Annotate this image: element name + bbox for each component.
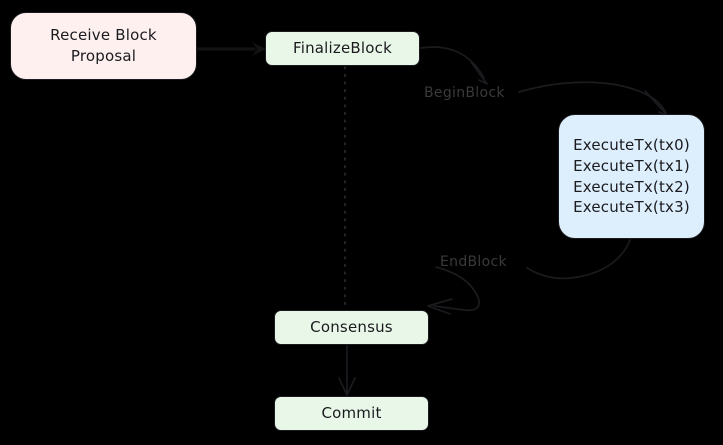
node-consensus[interactable]: Consensus [274, 310, 429, 345]
edge-finalize-to-beginblock [420, 46, 488, 85]
edge-consensus-to-commit [338, 345, 356, 396]
node-label: FinalizeBlock [292, 39, 392, 58]
edge-label-end-block: EndBlock [440, 254, 507, 270]
node-label: Consensus [310, 318, 393, 337]
node-execute-tx[interactable]: ExecuteTx(tx0) ExecuteTx(tx1) ExecuteTx(… [558, 114, 705, 239]
edge-beginblock-to-executetx [518, 81, 669, 117]
node-label: Commit [321, 404, 382, 423]
node-receive-block-proposal[interactable]: Receive Block Proposal [10, 12, 197, 80]
edge-executetx-to-endblock [526, 239, 631, 280]
edge-proposal-to-finalize [195, 42, 266, 56]
node-label: ExecuteTx(tx0) ExecuteTx(tx1) ExecuteTx(… [573, 136, 690, 217]
node-finalize-block[interactable]: FinalizeBlock [265, 31, 420, 66]
edge-label-begin-block: BeginBlock [424, 85, 505, 101]
node-commit[interactable]: Commit [274, 396, 429, 431]
node-label: Receive Block Proposal [50, 26, 157, 65]
edge-endblock-to-consensus [427, 266, 480, 315]
